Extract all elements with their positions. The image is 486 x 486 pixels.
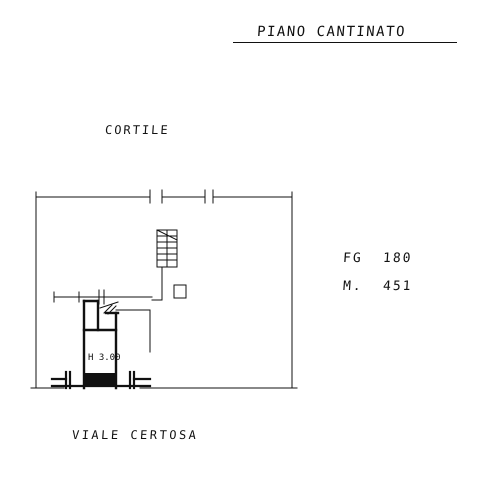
hatched-wall-section xyxy=(85,373,115,387)
building-outline xyxy=(30,189,298,389)
corridor-walls xyxy=(53,289,153,353)
cellar-door xyxy=(99,301,119,315)
title-underline xyxy=(233,42,457,43)
staircase xyxy=(156,229,178,268)
room-height-label: H 3.00 xyxy=(88,353,121,363)
stair-well-walls xyxy=(151,266,187,301)
cellar-room-walls xyxy=(82,299,120,390)
